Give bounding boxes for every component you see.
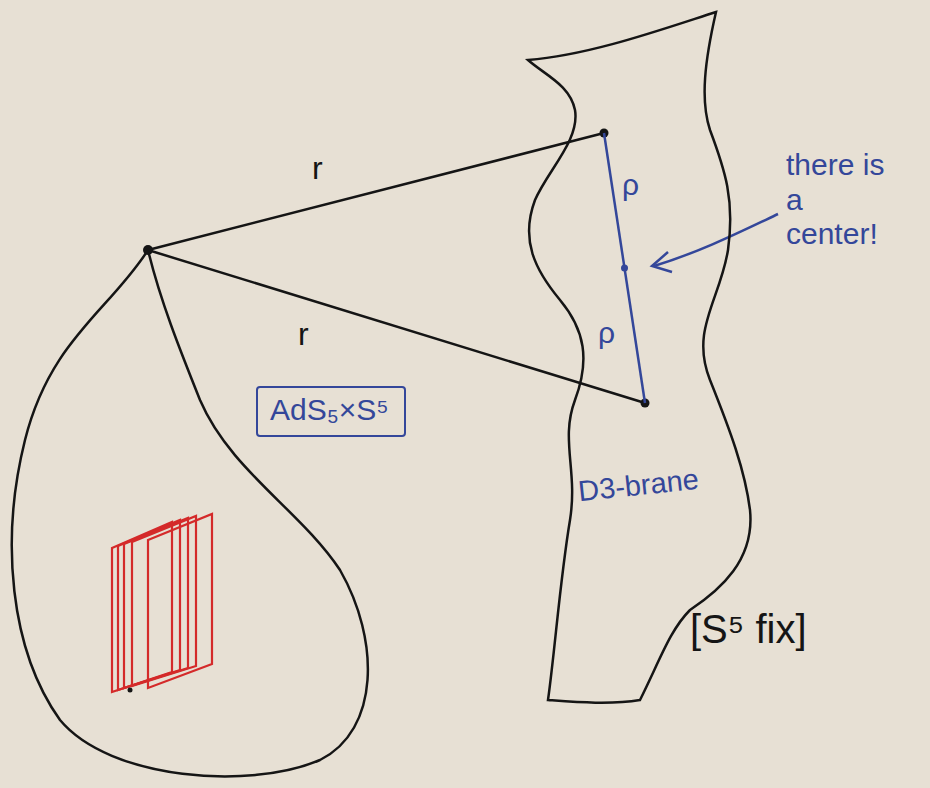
pointer-arrowhead <box>652 252 672 272</box>
distance-line <box>148 250 645 403</box>
radius-label: ρ <box>622 168 639 203</box>
pointer-arrow <box>654 214 778 266</box>
distance-label: r <box>298 316 309 353</box>
brane-stack <box>112 514 212 692</box>
distance-line <box>148 133 604 250</box>
rho-segment <box>604 133 645 403</box>
space-box: AdS₅×S⁵ <box>256 386 406 437</box>
spacetime-region <box>12 250 368 776</box>
vertex-dot <box>143 245 153 255</box>
radius-label: ρ <box>598 316 615 351</box>
brane-outline <box>528 12 750 703</box>
distance-label: r <box>312 150 323 187</box>
node-label: D3-brane <box>577 462 701 509</box>
note-text: [S⁵ fix] <box>690 606 807 652</box>
node-label: AdS₅×S⁵ <box>270 392 392 428</box>
brane-shape: D3-brane <box>520 10 760 710</box>
center-dot <box>621 265 628 272</box>
note-text: there is a center! <box>786 148 894 252</box>
stack-dot <box>128 688 133 693</box>
shape-outline <box>520 10 760 710</box>
